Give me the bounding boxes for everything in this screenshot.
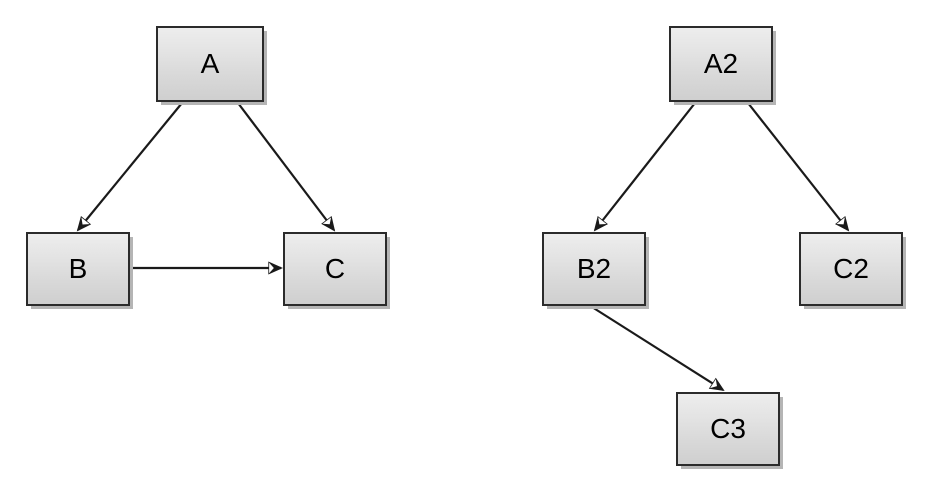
edge-a2-to-b2 <box>593 102 696 232</box>
node-c2[interactable]: C2 <box>799 232 903 306</box>
node-a[interactable]: A <box>156 26 264 102</box>
node-b2[interactable]: B2 <box>542 232 646 306</box>
edge-b-to-c <box>131 261 283 275</box>
edge-a-to-c <box>237 102 336 232</box>
node-label: C3 <box>710 413 746 444</box>
arrowhead-notch <box>710 379 717 389</box>
node-label: B <box>68 253 88 284</box>
arrowhead-notch <box>81 217 90 225</box>
node-label: C2 <box>833 253 869 284</box>
node-c[interactable]: C <box>283 232 387 306</box>
edge-a-to-b <box>76 102 183 232</box>
node-b[interactable]: B <box>26 232 130 306</box>
arrowhead-notch <box>598 217 607 225</box>
arrowhead-notch <box>269 262 274 274</box>
node-label: A2 <box>703 48 739 79</box>
edge-line <box>237 102 335 231</box>
node-label: C <box>324 253 346 284</box>
edge-line <box>747 102 849 231</box>
node-c3[interactable]: C3 <box>676 392 780 466</box>
edge-line <box>77 102 183 231</box>
node-label: A <box>200 48 220 79</box>
arrowhead-notch <box>836 217 845 225</box>
edge-line <box>594 102 696 231</box>
node-label: B2 <box>576 253 612 284</box>
edge-b2-to-c3 <box>591 306 725 392</box>
arrowhead-notch <box>322 217 332 225</box>
node-a2[interactable]: A2 <box>669 26 773 102</box>
edge-a2-to-c2 <box>747 102 850 232</box>
edge-line <box>591 306 724 391</box>
